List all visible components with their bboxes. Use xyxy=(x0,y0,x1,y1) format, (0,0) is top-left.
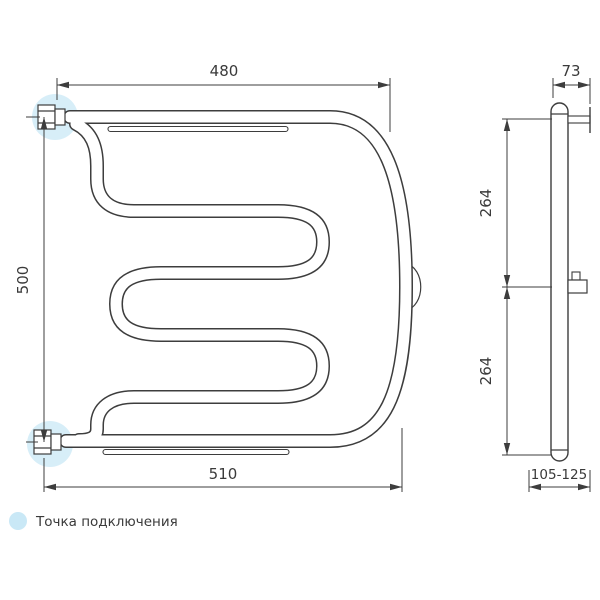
outer-pipe-inner xyxy=(60,111,412,447)
dim-width-bottom-label: 510 xyxy=(209,465,238,483)
dim-height-left: 500 xyxy=(14,116,48,443)
dim-width-top-label: 480 xyxy=(210,62,239,80)
fitting-bottom xyxy=(33,429,62,455)
top-rail xyxy=(107,125,289,133)
bottom-rail xyxy=(102,448,290,456)
front-view xyxy=(33,104,422,456)
dim-span-lower-label: 264 xyxy=(477,357,495,386)
wall-bracket-middle xyxy=(567,271,588,294)
fitting-top xyxy=(37,104,66,130)
dim-span-upper-label: 264 xyxy=(477,189,495,218)
serpentine-pipe-inner xyxy=(70,118,329,446)
dim-height-left-label: 500 xyxy=(14,266,32,295)
legend: Точка подключения xyxy=(9,512,178,530)
dim-wall-distance-label: 105-125 xyxy=(531,467,587,483)
dim-span-lower: 264 xyxy=(477,287,552,456)
dim-width-bottom: 510 xyxy=(43,428,403,492)
dimensions: 480 500 510 73 264 xyxy=(14,62,591,492)
dim-span-upper: 264 xyxy=(477,118,552,288)
dim-depth-top: 73 xyxy=(552,62,591,104)
dim-wall-distance: 105-125 xyxy=(528,467,591,492)
wall-bracket-top xyxy=(567,115,591,124)
side-pipe xyxy=(550,102,569,462)
connection-point-marker-icon xyxy=(9,512,27,530)
legend-connection-point-label: Точка подключения xyxy=(35,514,178,530)
side-view xyxy=(550,102,591,462)
dim-depth-top-label: 73 xyxy=(561,62,580,80)
dim-width-top: 480 xyxy=(56,62,391,132)
